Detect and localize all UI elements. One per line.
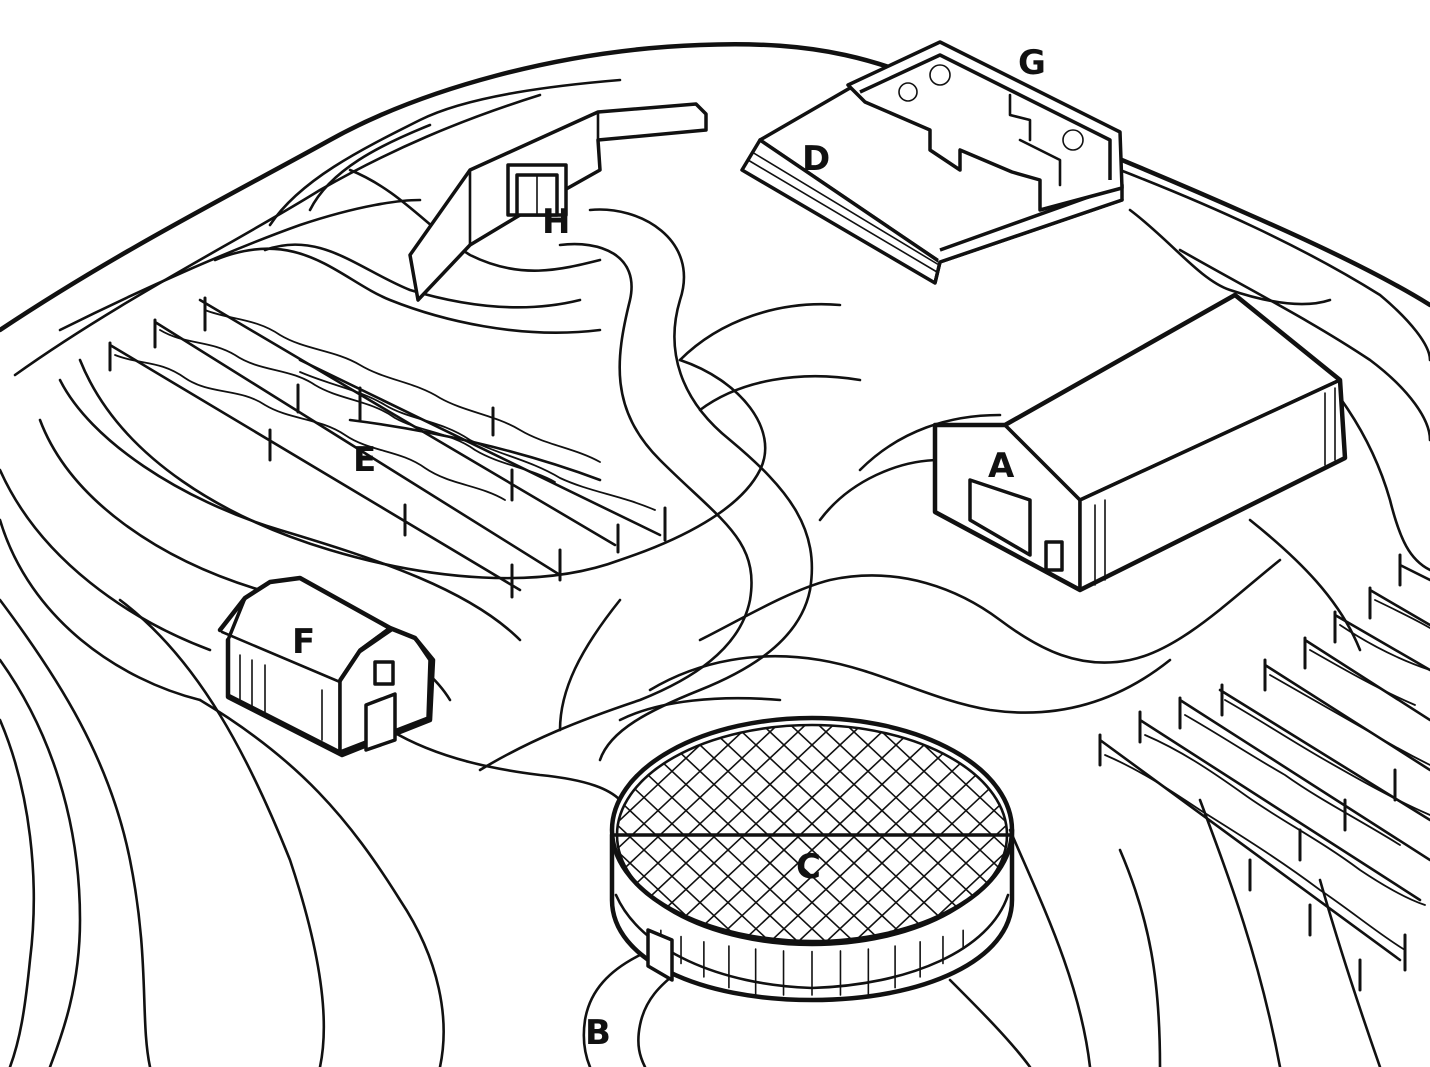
dome-lattice-line [831, 725, 1007, 945]
dome-lattice-line [1060, 685, 1380, 985]
retaining-wall-gate-icon [408, 102, 708, 302]
label-h: H [542, 202, 570, 242]
small-barn-icon [217, 575, 436, 758]
diagram-labels: A B C D E F G H [292, 43, 1046, 1053]
dome-lattice-line [617, 725, 877, 945]
label-a: A [988, 446, 1015, 486]
vineyard-rows-icon [108, 296, 667, 599]
terrain-contours [0, 42, 1430, 1067]
dome-lattice-line [747, 725, 1007, 945]
dome-lattice-line [617, 725, 817, 945]
dome-lattice-line [803, 725, 1007, 945]
walled-garden-icon [846, 40, 1124, 212]
label-f: F [292, 622, 315, 662]
dome-lattice-line [835, 725, 1007, 945]
dome-lattice-line [617, 725, 849, 945]
label-g: G [1018, 43, 1046, 83]
vineyard-rows-right-icon [1098, 553, 1430, 992]
terrace-platform-icon [740, 86, 1124, 285]
label-c: C [796, 847, 821, 887]
dome-lattice-line [775, 725, 1007, 945]
dome-lattice-line [617, 725, 793, 945]
label-b: B [585, 1013, 611, 1053]
dome-lattice-line [617, 725, 821, 945]
dome-lattice-line [779, 725, 1007, 945]
label-d: D [802, 139, 830, 179]
dome-lattice-line [751, 725, 1007, 945]
dome-lattice-line [807, 725, 1007, 945]
dome-lattice-line [617, 725, 845, 945]
dome-lattice-line [617, 725, 789, 945]
dome-lattice-line [1032, 685, 1352, 985]
label-e: E [353, 440, 376, 480]
large-barn-icon [932, 292, 1348, 593]
dome-lattice-line [617, 725, 873, 945]
